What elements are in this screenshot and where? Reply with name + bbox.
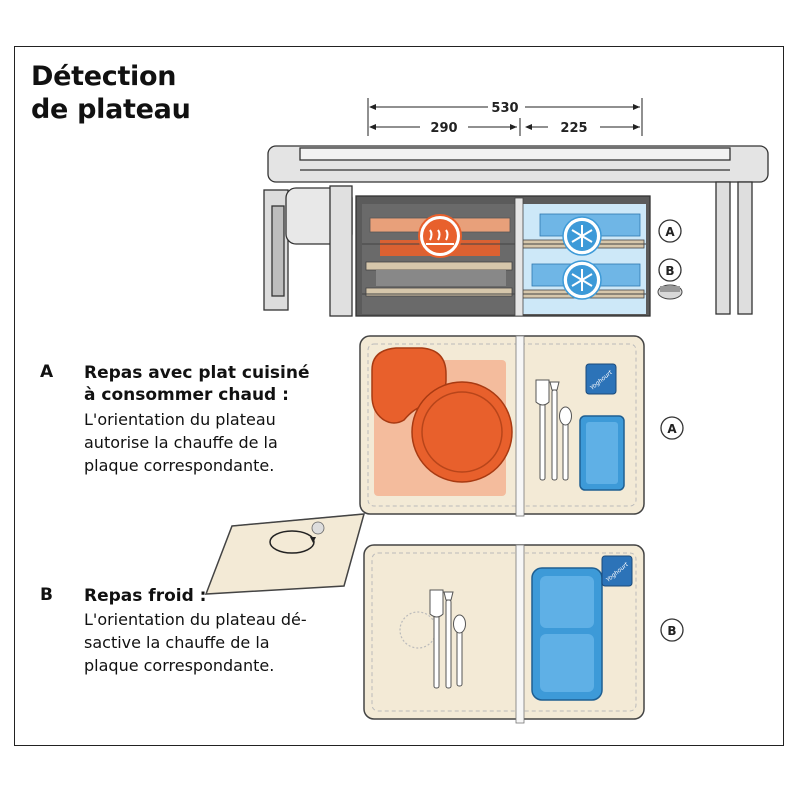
title-line-1: Détection [31, 61, 177, 92]
snowflake-icon [562, 260, 602, 300]
yoghourt-cup [585, 363, 617, 395]
item-a-heading-line-1: Repas avec plat cuisiné [84, 363, 310, 383]
tray-label-a-text: A [667, 422, 677, 436]
item-a-heading: Repas avec plat cuisiné à consommer chau… [84, 362, 309, 406]
tray-label-a [660, 416, 684, 440]
title-line-2: de plateau [31, 94, 191, 125]
tray-label-b [660, 618, 684, 642]
item-b-description: L'orientation du plateau dé- sactive la … [84, 608, 307, 677]
dimension-right: 225 [560, 121, 587, 136]
shelf-label-a [658, 219, 682, 243]
tray-b: Yoghourt [363, 544, 645, 724]
orientation-tray-icon [204, 513, 366, 595]
page-title: Détection de plateau [31, 60, 191, 126]
item-b-text-line-3: plaque correspondante. [84, 656, 275, 675]
dimension-left: 290 [430, 121, 457, 136]
main-plate [411, 381, 513, 483]
tray-label-b-text: B [667, 624, 676, 638]
item-b-text-line-2: sactive la chauffe de la [84, 633, 270, 652]
shelf-label-b-text: B [665, 264, 674, 278]
item-b-text-line-1: L'orientation du plateau dé- [84, 610, 307, 629]
dimension-lines [367, 98, 643, 136]
snowflake-icon [562, 216, 602, 256]
item-b-heading-line-1: Repas froid : [84, 586, 207, 606]
yoghourt-cup [601, 555, 633, 587]
caster-icon [657, 284, 683, 300]
cutlery-icon [429, 589, 466, 689]
shelf-label-b [658, 258, 682, 282]
item-a-description: L'orientation du plateau autorise la cha… [84, 408, 278, 477]
item-b-letter: B [40, 585, 53, 605]
item-a-letter: A [40, 362, 54, 382]
shelf-label-a-text: A [665, 225, 675, 239]
cutlery-icon [535, 379, 572, 481]
item-a-heading-line-2: à consommer chaud : [84, 385, 289, 405]
item-a-text-line-1: L'orientation du plateau [84, 410, 276, 429]
item-a-text-line-2: autorise la chauffe de la [84, 433, 278, 452]
dimension-total: 530 [491, 101, 518, 116]
item-a-text-line-3: plaque correspondante. [84, 456, 275, 475]
tray-a: Yoghourt [359, 335, 645, 517]
item-b-heading: Repas froid : [84, 585, 206, 607]
heat-icon [418, 214, 462, 258]
